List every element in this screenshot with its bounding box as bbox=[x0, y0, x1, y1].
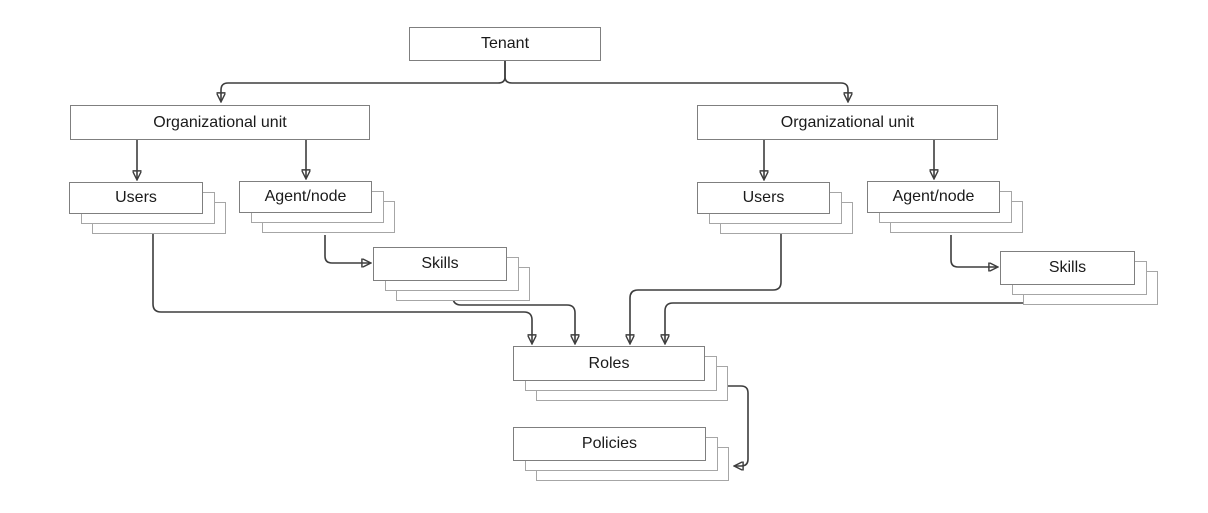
edge-tenant-to-org-unit-left bbox=[221, 61, 506, 101]
node-users-left-label: Users bbox=[115, 189, 157, 206]
node-skills-left-box: Skills bbox=[373, 247, 507, 281]
node-users-left: Users bbox=[69, 182, 226, 234]
node-org-unit-right-box: Organizational unit bbox=[697, 105, 998, 140]
edge-agent-node-left-to-skills-left bbox=[324, 235, 370, 263]
edge-tenant-to-org-unit-right bbox=[504, 61, 848, 101]
node-org-unit-right: Organizational unit bbox=[697, 105, 998, 140]
node-users-right: Users bbox=[697, 182, 853, 234]
node-policies: Policies bbox=[513, 427, 729, 481]
node-users-right-label: Users bbox=[742, 189, 785, 206]
node-agent-node-left: Agent/node bbox=[239, 181, 395, 233]
node-org-unit-left: Organizational unit bbox=[70, 105, 370, 140]
node-skills-right-label: Skills bbox=[1048, 259, 1087, 276]
node-agent-node-left-label: Agent/node bbox=[264, 188, 347, 205]
node-org-unit-left-box: Organizational unit bbox=[70, 105, 370, 140]
node-roles-label: Roles bbox=[588, 354, 630, 372]
edge-users-left-to-roles bbox=[152, 234, 532, 343]
node-skills-left-label: Skills bbox=[421, 255, 459, 272]
node-skills-right: Skills bbox=[1000, 251, 1158, 305]
node-users-right-box: Users bbox=[697, 182, 830, 214]
node-tenant-box: Tenant bbox=[409, 27, 601, 61]
node-policies-box: Policies bbox=[513, 427, 706, 461]
node-users-left-box: Users bbox=[69, 182, 203, 214]
node-skills-right-box: Skills bbox=[1000, 251, 1135, 285]
node-tenant: Tenant bbox=[409, 27, 601, 61]
node-agent-node-left-box: Agent/node bbox=[239, 181, 372, 213]
node-roles-box: Roles bbox=[513, 346, 705, 381]
edge-roles-to-policies bbox=[728, 385, 749, 466]
node-skills-left: Skills bbox=[373, 247, 530, 301]
node-agent-node-right-label: Agent/node bbox=[892, 188, 975, 205]
node-org-unit-left-label: Organizational unit bbox=[153, 113, 287, 131]
edge-agent-node-right-to-skills-right bbox=[950, 235, 997, 267]
node-org-unit-right-label: Organizational unit bbox=[780, 113, 915, 131]
edge-users-right-to-roles bbox=[630, 234, 782, 343]
node-tenant-label: Tenant bbox=[480, 35, 530, 52]
node-agent-node-right-box: Agent/node bbox=[867, 181, 1000, 213]
node-agent-node-right: Agent/node bbox=[867, 181, 1023, 233]
node-policies-label: Policies bbox=[581, 435, 638, 452]
node-roles: Roles bbox=[513, 346, 728, 401]
edge-skills-right-to-roles bbox=[665, 293, 1079, 343]
